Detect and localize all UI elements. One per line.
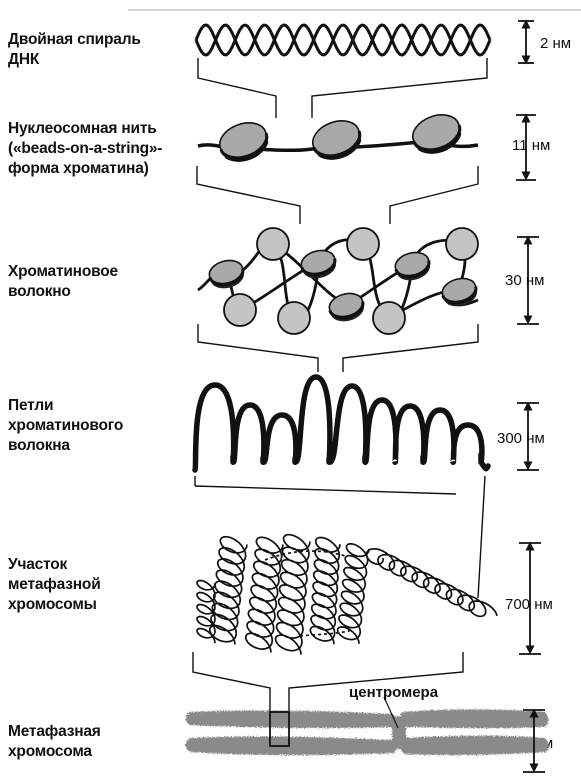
connector-lines-2 xyxy=(197,166,478,224)
fiber-bead xyxy=(224,294,256,326)
connector-lines-3 xyxy=(198,324,478,372)
nucleosome xyxy=(215,117,273,168)
chromatin-loops-300nm xyxy=(195,377,488,470)
nucleosome xyxy=(408,109,466,160)
metaphase-chromosome xyxy=(186,697,549,755)
fiber-bead xyxy=(446,228,478,260)
nucleosome xyxy=(308,115,366,166)
metaphase-coils-700nm xyxy=(197,535,497,655)
coil xyxy=(310,538,340,645)
coil xyxy=(197,581,215,644)
fiber-bead xyxy=(347,228,379,260)
fiber-bead xyxy=(278,302,310,334)
coil xyxy=(338,544,369,644)
nucleosome xyxy=(393,249,433,284)
chromatin-fiber-30nm xyxy=(198,228,480,334)
scale-bars xyxy=(516,21,545,772)
coil xyxy=(367,549,497,617)
dna-double-helix xyxy=(196,25,490,55)
connector-lines-1 xyxy=(198,58,487,118)
fiber-bead xyxy=(373,302,405,334)
nucleosome xyxy=(440,275,480,310)
fiber-bead xyxy=(257,228,289,260)
connector-lines-5 xyxy=(193,652,463,712)
nucleosome-string xyxy=(198,109,478,168)
nucleosome xyxy=(207,257,247,292)
nucleosome xyxy=(299,247,339,282)
